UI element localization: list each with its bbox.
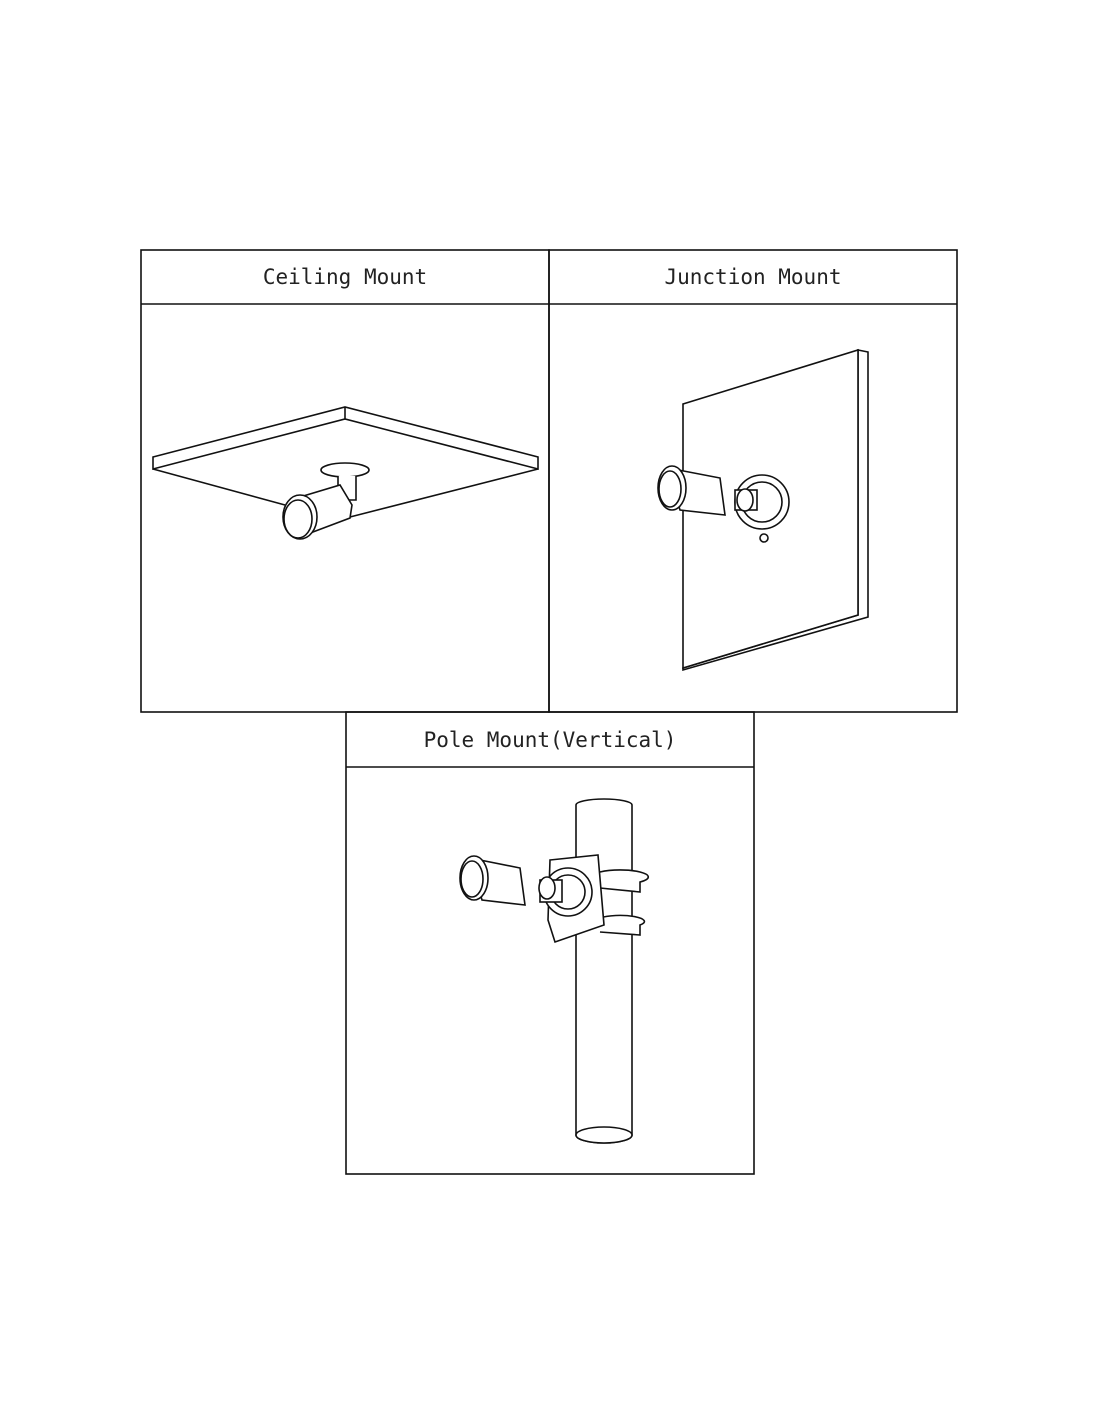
panel-frame: [345, 711, 755, 1175]
pole-illustration: [459, 798, 650, 1144]
junction-illustration: [657, 348, 869, 672]
panel-ceiling-mount: Ceiling Mount: [140, 249, 550, 713]
panel-junction-mount: Junction Mount: [548, 249, 958, 713]
panel-pole-mount: Pole Mount(Vertical): [345, 711, 755, 1175]
panel-title: Pole Mount(Vertical): [424, 728, 677, 752]
panel-title: Ceiling Mount: [263, 265, 427, 289]
ceiling-illustration: [152, 406, 539, 540]
panel-title: Junction Mount: [664, 265, 841, 289]
